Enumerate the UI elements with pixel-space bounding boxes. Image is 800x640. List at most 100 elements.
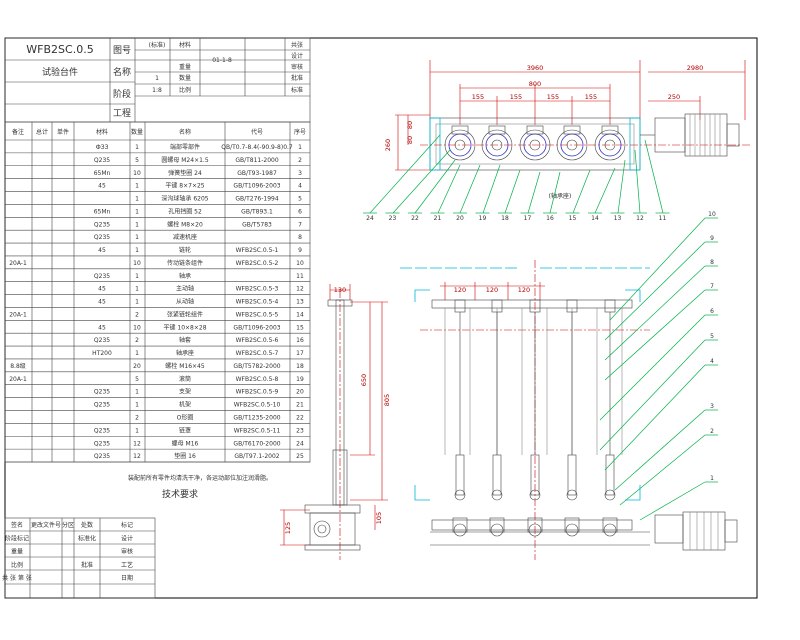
label-material: 材料 [179,41,191,49]
callout-number: 14 [591,215,599,222]
roller-top [481,125,513,161]
bom-cell-qty: 12 [133,440,141,447]
label-stage: 阶段 [113,88,131,100]
bom-cell-qty: 1 [135,234,139,241]
dim-left-h1: 80 [406,121,414,129]
callout-number: 24 [366,215,374,222]
dim-pitch-4: 155 [585,93,597,101]
bom-cell-material: Q235 [94,389,110,396]
callout-balloon: 20 [453,212,467,222]
rev-cell-e: 阶段标记 [5,534,29,542]
side-view: 130 650 805 125 105 [280,284,391,560]
callout-number: 19 [479,215,487,222]
bom-cell-qty: 1 [135,183,139,190]
rev-cell-a: 标记 [121,521,133,529]
callout-number: 6 [710,308,714,315]
tech-req-title: 技术要求 [162,488,198,500]
dim-side-h2: 805 [383,394,391,406]
roller-top [594,125,626,161]
bom-cell-qty: 1 [135,208,139,215]
callout-balloon: 24 [363,212,377,222]
bom-cell-code: GB/T93-1987 [237,170,277,177]
roller-top [444,125,476,161]
bom-cell-material: 45 [98,247,106,254]
bom-cell-material: 65Mn [94,208,111,215]
bom-cell-material: 45 [98,324,106,331]
bom-cell-qty: 1 [135,389,139,396]
bom-cell-code: GB/T97.1-2002 [234,453,279,460]
bom-cell-no: 3 [298,170,302,177]
rev-cell-b: 标准化 [78,534,96,542]
bom-cell-no: 4 [298,183,302,190]
bom-cell-material: 65Mn [94,170,111,177]
bom-cell-no: 6 [298,208,302,215]
callout-number: 17 [524,215,532,222]
bom-cell-name: 孔用挡圈 52 [168,207,202,215]
bom-cell-code: GB/T5783 [242,221,272,228]
bom-cell-name: O形圈 [177,413,194,421]
bom-cell-material: 45 [98,183,106,190]
bom-cell-code: GB/T5782-2000 [233,363,280,370]
bom-cell-name: 轴承座 [176,349,194,357]
bom-cell-name: 减速机座 [173,233,197,241]
bom-cell-no: 2 [298,157,302,164]
rev-cell-d: 更改文件号 [31,521,61,529]
bom-cell-no: 18 [296,363,304,370]
tech-requirements: 技术要求 装配前所有零件均清洗干净，各运动部位加注润滑脂。 [128,474,272,500]
callout-balloon: 17 [520,212,535,222]
bom-col-code: 代号 [251,128,263,136]
callout-balloon: 21 [430,212,445,222]
dim-side-bottom2: 105 [375,512,383,524]
title-block: WFB2SC.0.5 试验台件 图号 名称 阶段 工程 (标准) 材料 重量 数… [4,37,311,123]
bom-cell-code: QB/T0.7-8.4(-90.9-8)0.7 [221,144,293,151]
bom-cell-qty: 20 [133,363,141,370]
callout-number: 21 [434,215,442,222]
bom-cell-name: 弹簧垫圈 24 [168,169,202,177]
bom-cell-no: 8 [298,234,302,241]
callout-balloon: 8 [705,259,718,267]
bom-cell-qty: 1 [135,299,139,306]
bom-cell-note: 20A-1 [9,311,27,318]
bom-cell-name: 轴套 [179,336,191,344]
bom-cell-no: 14 [296,311,304,318]
callout-balloon: 22 [408,212,422,222]
callout-number: 1 [710,475,714,482]
bom-cell-qty: 12 [133,453,141,460]
bom-cell-code: WFB2SC.0.5-6 [236,337,279,344]
bom-cell-name: 螺栓 M16×45 [165,362,205,370]
bom-cell-no: 23 [296,427,304,434]
callout-balloon: 1 [705,475,718,483]
rev-cell-a: 审核 [121,548,133,556]
bom-cell-code: WFB2SC.0.5-4 [236,299,279,306]
rev-cell-b: 批准 [81,561,93,569]
rev-cell-e: 重量 [11,548,23,556]
bom-cell-name: 端部零部件 [170,143,200,151]
label-scale: 比例 [179,86,191,94]
dim-front-w3: 120 [518,286,530,294]
roller-top [519,125,551,161]
scale-value: 1:8 [152,87,162,94]
bom-cell-code: WFB2SC.0.5-7 [236,350,279,357]
dim-top-right-sub: 250 [668,93,680,101]
dim-front-w2: 120 [486,286,498,294]
callout-number: 4 [710,358,714,365]
callout-number: 16 [546,215,554,222]
bom-cell-no: 20 [296,389,304,396]
bom-cell-code: WFB2SC.0.5-9 [236,389,279,396]
callout-balloon: 19 [475,212,490,222]
bom-cell-qty: 1 [135,247,139,254]
rev-note: (标准) [149,41,166,49]
bom-col-qty: 数量 [131,128,143,136]
callout-number: 10 [708,211,716,218]
bom-cell-qty: 5 [135,157,139,164]
callout-balloon: 16 [543,212,557,222]
